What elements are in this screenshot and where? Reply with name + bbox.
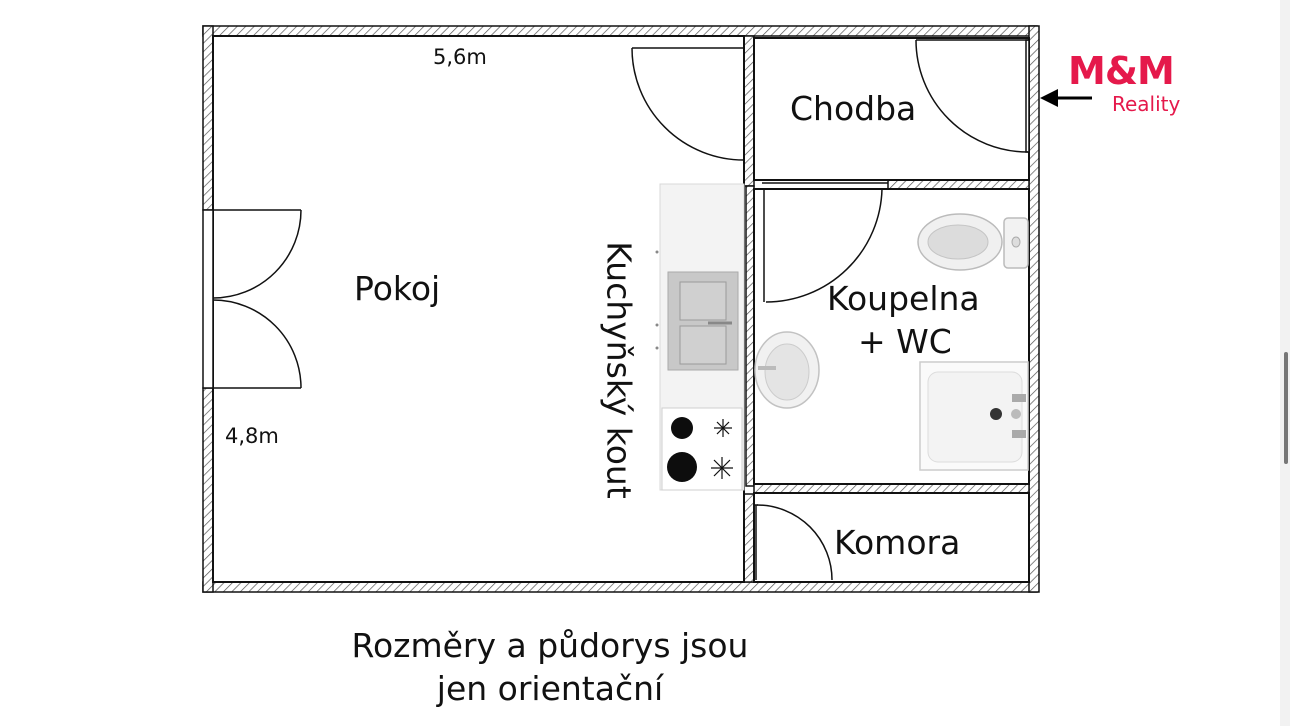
room-label-pokoj: Pokoj	[354, 269, 441, 308]
wall-pokoj-komora	[743, 493, 755, 583]
wall-top	[202, 25, 1038, 37]
note-line-1: Rozměry a půdorys jsou	[351, 626, 749, 665]
room-label-komora: Komora	[834, 523, 961, 562]
left-opening-frame	[202, 209, 214, 389]
room-label-chodba: Chodba	[790, 89, 917, 128]
room-label-kuchyn: Kuchyňský kout	[599, 241, 639, 499]
scrollbar[interactable]	[1280, 0, 1290, 726]
burner-star	[711, 457, 733, 479]
scrollbar-thumb[interactable]	[1284, 352, 1288, 464]
wall-pokoj-chodba	[743, 35, 755, 187]
door-bathroom	[762, 182, 888, 303]
wall-left-lower	[202, 387, 214, 593]
outline-komora	[753, 492, 1030, 583]
dimension-width: 5,6m	[433, 45, 487, 69]
outline-koupelna	[753, 188, 1030, 485]
logo-sub: Reality	[1112, 92, 1181, 116]
burner-star	[714, 419, 732, 437]
washbasin	[754, 331, 820, 409]
left-opening	[202, 209, 214, 389]
door-entry	[915, 39, 1030, 153]
burner	[671, 417, 693, 439]
shower-tray	[919, 361, 1029, 471]
logo-brand: M&M	[1068, 49, 1175, 93]
room-label-koupelna: Koupelna	[827, 279, 980, 318]
note-line-2: jen orientační	[436, 669, 664, 708]
wall-bottom	[202, 581, 1038, 593]
entry-arrow-icon	[1040, 89, 1092, 107]
room-label-wc: + WC	[858, 322, 952, 361]
dimension-height: 4,8m	[225, 424, 279, 448]
kitchen-counter	[655, 183, 745, 491]
outer-walls	[202, 25, 1040, 593]
door-komora	[754, 504, 833, 581]
wall-bath-komora	[753, 483, 1030, 494]
wall-kitchen-bath	[745, 185, 755, 487]
wall-chodba-bath	[887, 179, 1030, 190]
burner	[667, 452, 697, 482]
wall-left-upper	[202, 25, 214, 211]
wall-right	[1028, 25, 1040, 593]
double-door	[212, 209, 302, 389]
door-pokoj	[631, 47, 745, 164]
toilet	[917, 213, 1029, 271]
